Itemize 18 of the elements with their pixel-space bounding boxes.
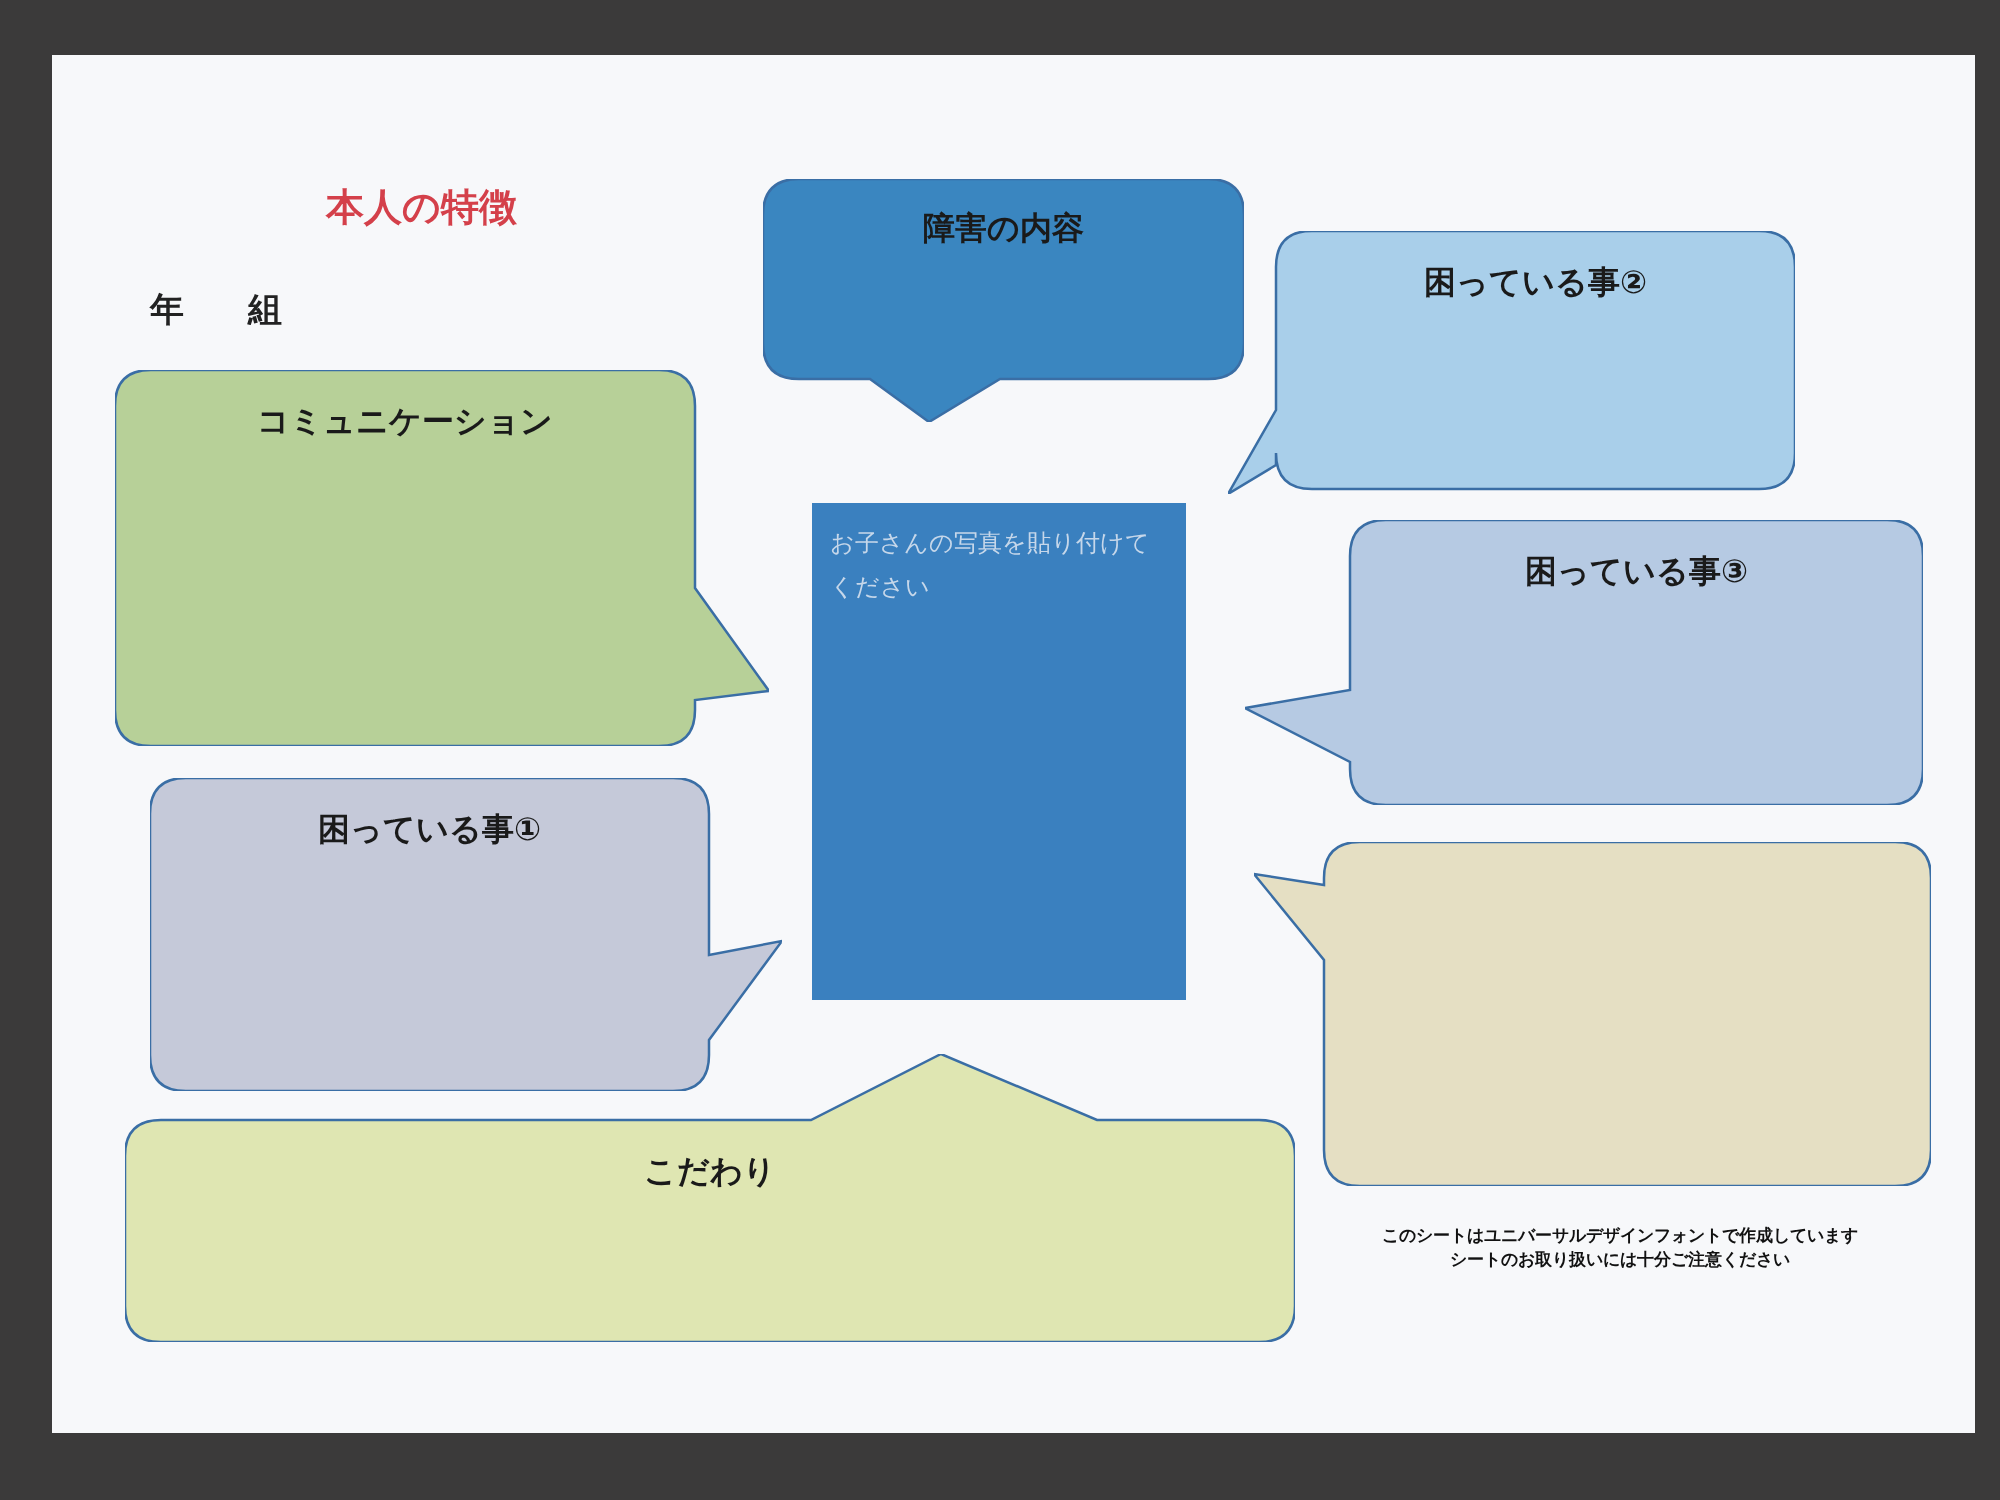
footer-note: このシートはユニバーサルデザインフォントで作成しています: [1381, 1224, 1859, 1247]
bubble-heading: コミュニケーション: [256, 401, 554, 442]
photo-field: お子さんの写真を貼り付けてください: [812, 503, 1186, 1000]
footer-note: シートのお取り扱いには十分ご注意ください: [1449, 1248, 1791, 1271]
speech-bubble: [125, 1054, 1295, 1342]
bubble-heading: 困っている事①: [316, 809, 543, 850]
bubble-heading: 障害の内容: [922, 208, 1085, 249]
bubble-heading: 困っている事③: [1523, 551, 1750, 592]
speech-bubble: [150, 778, 782, 1091]
grade-label: 年: [150, 288, 184, 331]
speech-bubble: [1228, 231, 1795, 494]
class-label: 組: [248, 288, 282, 331]
speech-bubble: [1245, 520, 1923, 805]
speech-bubble: [1254, 842, 1931, 1186]
sheet-title: 本人の特徴: [324, 184, 518, 231]
speech-bubble: [763, 179, 1244, 422]
bubble-heading: 困っている事②: [1422, 262, 1649, 303]
bubble-heading: こだわり: [643, 1151, 777, 1192]
